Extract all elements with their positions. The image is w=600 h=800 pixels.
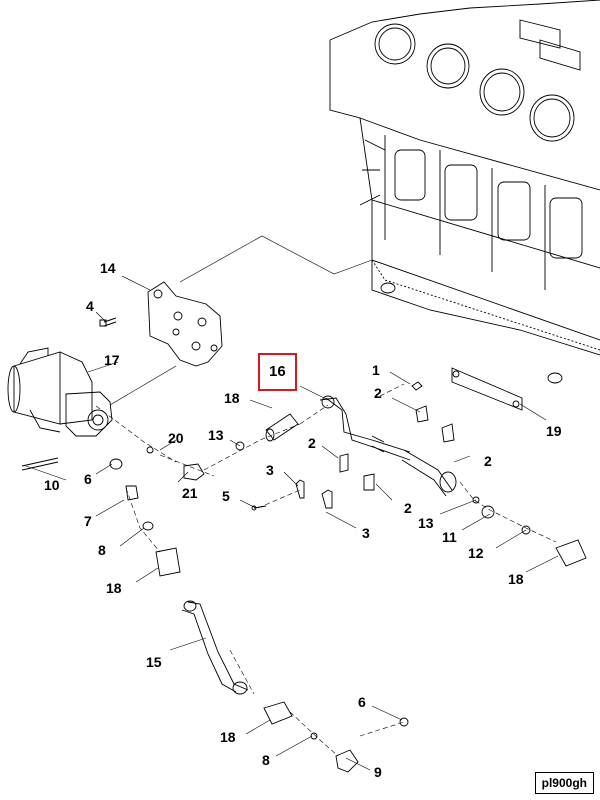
fittings	[21, 441, 267, 531]
clamps	[295, 367, 523, 509]
clip-3a	[295, 479, 305, 499]
callout-2: 2	[308, 435, 316, 451]
callout-6: 6	[358, 694, 366, 710]
o-ring-8	[142, 521, 154, 531]
plate-19	[451, 367, 523, 411]
callout-15: 15	[146, 654, 162, 670]
o-ring-13b	[472, 496, 480, 504]
callout-17: 17	[104, 352, 120, 368]
callout-13: 13	[208, 427, 224, 443]
callout-19: 19	[546, 423, 562, 439]
hose-16	[319, 397, 411, 461]
adapter-7	[125, 485, 139, 501]
sleeve-18b	[155, 547, 181, 577]
o-ring-6	[109, 458, 123, 470]
callout-1: 1	[372, 362, 380, 378]
o-ring-8b	[310, 732, 318, 740]
callout-18: 18	[224, 390, 240, 406]
mounting-bracket	[147, 281, 223, 367]
callout-14: 14	[100, 260, 116, 276]
elbow-9	[335, 749, 359, 773]
o-ring-20	[146, 446, 154, 454]
callout-10: 10	[44, 477, 60, 493]
sleeve-18a	[265, 413, 299, 441]
bolt-10	[21, 457, 59, 471]
pump-assembly	[7, 347, 113, 437]
clip-3b	[321, 489, 333, 509]
clamp-2b	[339, 453, 349, 473]
clamp-2a	[415, 405, 429, 423]
callout-2: 2	[484, 453, 492, 469]
clamp-2d	[363, 473, 375, 491]
hoses	[155, 395, 587, 773]
leader-lines	[25, 235, 559, 771]
bolt-1	[411, 381, 423, 391]
callout-2: 2	[374, 385, 382, 401]
callout-7: 7	[84, 513, 92, 529]
callout-3: 3	[266, 462, 274, 478]
callout-8: 8	[98, 542, 106, 558]
callout-18: 18	[508, 571, 524, 587]
o-ring-12	[521, 525, 531, 535]
callout-13: 13	[418, 515, 434, 531]
callout-6: 6	[84, 471, 92, 487]
sleeve-18d	[263, 701, 293, 725]
callout-12: 12	[468, 545, 484, 561]
callout-8: 8	[262, 752, 270, 768]
callout-9: 9	[374, 764, 382, 780]
figure-id-label: pl900gh	[534, 772, 594, 794]
elbow-21	[183, 463, 205, 481]
clamp-2c	[441, 423, 455, 443]
o-ring-6b	[399, 717, 409, 727]
callout-11: 11	[442, 529, 457, 545]
bolt	[99, 317, 117, 327]
callout-5: 5	[222, 488, 230, 504]
fitting-11	[481, 505, 495, 519]
callout-21: 21	[182, 485, 198, 501]
callout-18: 18	[106, 580, 122, 596]
engine-block	[329, 0, 600, 384]
callout-20: 20	[168, 430, 184, 446]
hose-15	[181, 601, 249, 693]
sleeve-18c	[555, 539, 587, 567]
callout-16-highlighted: 16	[258, 353, 297, 391]
callout-4: 4	[86, 298, 94, 314]
callout-3: 3	[362, 525, 370, 541]
callout-2: 2	[404, 500, 412, 516]
callout-18: 18	[220, 729, 236, 745]
o-ring-13	[235, 441, 245, 451]
